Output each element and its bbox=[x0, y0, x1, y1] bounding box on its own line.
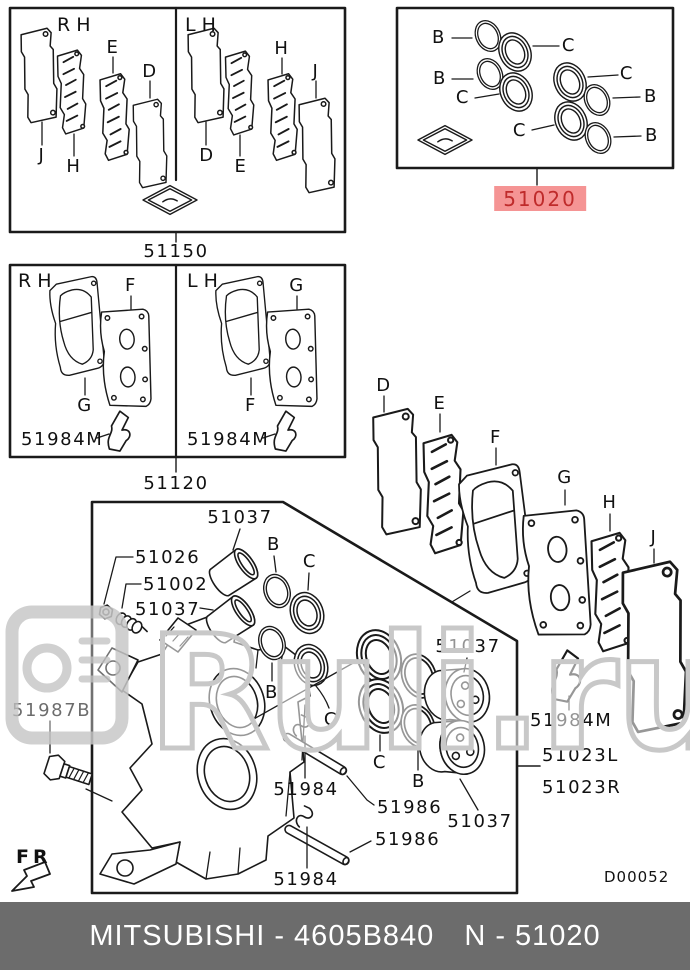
part-number-51026: 51026 bbox=[135, 547, 201, 568]
part-number-51984: 51984 bbox=[273, 779, 339, 800]
footer-page-ref: N - 51020 bbox=[464, 919, 601, 952]
callout-c: C bbox=[561, 35, 577, 56]
part-number-51037: 51037 bbox=[435, 636, 501, 657]
footer-brand-and-model: MITSUBISHI - 4605B840 bbox=[89, 919, 435, 952]
part-number-51986: 51986 bbox=[375, 829, 441, 850]
callout-c: C bbox=[619, 63, 635, 84]
part-number-51023l: 51023L bbox=[542, 745, 619, 766]
callout-f: F bbox=[245, 395, 257, 416]
callout-e: E bbox=[234, 156, 248, 177]
shim-kit-box bbox=[8, 6, 347, 243]
callout-b: B bbox=[267, 534, 281, 555]
side-label-lh: LH bbox=[185, 14, 222, 36]
side-label-rh: RH bbox=[57, 14, 97, 36]
highlighted-part-number-51020: 51020 bbox=[494, 186, 586, 211]
callout-g: G bbox=[557, 467, 573, 488]
part-number-51037: 51037 bbox=[135, 599, 201, 620]
callout-b: B bbox=[265, 682, 279, 703]
front-marker-label: FR bbox=[16, 846, 52, 868]
part-number-51984: 51984 bbox=[273, 869, 339, 890]
doc-code: D00052 bbox=[604, 868, 670, 886]
callout-e: E bbox=[433, 393, 447, 414]
callout-c: C bbox=[323, 709, 339, 730]
callout-c: C bbox=[512, 120, 528, 141]
callout-j: J bbox=[312, 61, 320, 82]
callout-f: F bbox=[125, 275, 137, 296]
callout-g: G bbox=[77, 395, 93, 416]
callout-h: H bbox=[602, 492, 618, 513]
part-number-51037: 51037 bbox=[207, 507, 273, 528]
part-number-51150: 51150 bbox=[143, 241, 209, 262]
front-direction-arrow bbox=[11, 861, 51, 892]
callout-j: J bbox=[650, 527, 658, 548]
callout-j: J bbox=[38, 145, 46, 166]
callout-h: H bbox=[274, 38, 290, 59]
callout-f: F bbox=[490, 427, 502, 448]
callout-b: B bbox=[645, 125, 659, 146]
pad-kit-box bbox=[8, 263, 347, 473]
callout-b: B bbox=[412, 771, 426, 792]
callout-e: E bbox=[106, 37, 120, 58]
part-number-51984m: 51984M bbox=[21, 429, 104, 450]
callout-c: C bbox=[302, 551, 318, 572]
side-label-lh: LH bbox=[187, 270, 224, 292]
callout-d: D bbox=[142, 61, 158, 82]
footer-bar: MITSUBISHI - 4605B840 N - 51020 bbox=[0, 902, 690, 970]
callout-c: C bbox=[372, 752, 388, 773]
part-number-51002: 51002 bbox=[143, 574, 209, 595]
callout-b: B bbox=[433, 68, 447, 89]
side-label-rh: RH bbox=[18, 270, 58, 292]
caliper-box bbox=[41, 500, 519, 895]
part-number-51986: 51986 bbox=[377, 797, 443, 818]
part-number-51987b: 51987B bbox=[12, 700, 92, 721]
part-number-51023r: 51023R bbox=[542, 777, 622, 798]
part-number-51120: 51120 bbox=[143, 473, 209, 494]
part-number-51037: 51037 bbox=[447, 811, 513, 832]
callout-c: C bbox=[455, 87, 471, 108]
callout-d: D bbox=[199, 145, 215, 166]
part-number-51984m: 51984M bbox=[187, 429, 270, 450]
callout-b: B bbox=[644, 86, 658, 107]
callout-g: G bbox=[289, 275, 305, 296]
seal-kit-box bbox=[395, 6, 675, 186]
callout-b: B bbox=[432, 27, 446, 48]
callout-d: D bbox=[376, 375, 392, 396]
callout-h: H bbox=[66, 156, 82, 177]
part-number-51984m: 51984M bbox=[530, 710, 613, 731]
